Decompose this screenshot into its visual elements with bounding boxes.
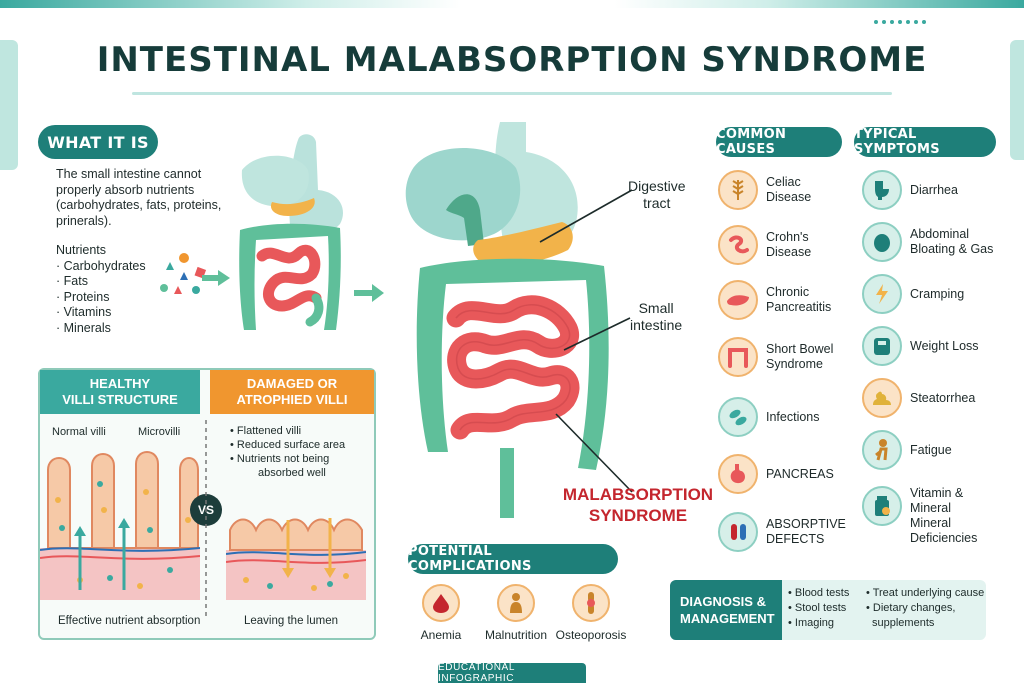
- malabsorption-syndrome-label: MALABSORPTION SYNDROME: [562, 485, 714, 525]
- what-it-is-heading: WHAT IT IS: [38, 125, 158, 159]
- complication-item-malnutrition: Malnutrition: [476, 584, 556, 642]
- symptom-item-steatorrhea: Steatorrhea: [862, 378, 975, 418]
- symptom-item-cramping: Cramping: [862, 274, 964, 314]
- cause-item-pancreas: PANCREAS: [718, 454, 834, 494]
- blood-drop-icon: [422, 584, 460, 622]
- lightning-icon: [862, 274, 902, 314]
- common-causes-heading: COMMON CAUSES: [716, 127, 842, 157]
- tired-person-icon: [862, 430, 902, 470]
- toilet-icon: [862, 170, 902, 210]
- decorative-dots: [874, 20, 926, 24]
- page-title: INTESTINAL MALABSORPTION SYNDROME: [96, 40, 928, 80]
- flow-arrow-icon: [354, 284, 384, 302]
- nutrient-shapes-icon: [160, 253, 207, 294]
- pancreas-icon: [718, 280, 758, 320]
- microvilli-label: Microvilli: [138, 426, 181, 438]
- small-digestive-illustration: [239, 134, 344, 330]
- damaged-villi-illustration: [226, 518, 366, 600]
- flow-arrow-icon: [202, 270, 230, 286]
- left-accent-bar: [0, 40, 18, 170]
- nutrients-list: Nutrients · Carbohydrates · Fats · Prote…: [56, 243, 146, 335]
- stomach-icon: [718, 454, 758, 494]
- complications-heading: POTENTIAL COMPLICATIONS: [408, 544, 618, 574]
- typical-symptoms-heading: TYPICAL SYMPTOMS: [854, 127, 996, 157]
- healthy-villi-illustration: [40, 451, 200, 600]
- diagnosis-tests: • Blood tests • Stool tests • Imaging: [788, 587, 850, 629]
- damaged-villi-points: • Flattened villi • Reduced surface area…: [230, 425, 346, 479]
- test-tube-icon: [718, 512, 758, 552]
- digestive-tract-label: Digestive tract: [628, 178, 686, 211]
- symptom-item-fatigue: Fatigue: [862, 430, 952, 470]
- complication-item-osteoporosis: Osteoporosis: [552, 584, 630, 642]
- supplement-bottle-icon: [862, 486, 902, 526]
- scale-icon: [862, 326, 902, 366]
- what-it-is-description: The small intestine cannot properly abso…: [56, 167, 222, 228]
- footer-label: EDUCATIONAL INFOGRAPHIC: [438, 662, 586, 684]
- healthy-villi-caption: Effective nutrient absorption: [58, 615, 201, 627]
- stool-icon: [862, 378, 902, 418]
- short-bowel-icon: [718, 337, 758, 377]
- bloating-icon: [862, 222, 902, 262]
- cause-item-infections: Infections: [718, 397, 820, 437]
- inflamed-intestine-icon: [718, 225, 758, 265]
- villi-divider-line: [205, 420, 207, 620]
- symptom-item-weight-loss: Weight Loss: [862, 326, 979, 366]
- title-divider: [132, 92, 892, 95]
- label-pointer-lines: [539, 189, 633, 493]
- diagnosis-heading: DIAGNOSIS & MANAGEMENT: [670, 580, 782, 640]
- diagnosis-treatments: • Treat underlying cause • Dietary chang…: [866, 587, 985, 629]
- complication-item-anemia: Anemia: [416, 584, 466, 642]
- healthy-villi-heading: HEALTHY VILLI STRUCTURE: [40, 370, 200, 414]
- damaged-villi-caption: Leaving the lumen: [244, 615, 338, 627]
- small-intestine-label: Small intestine: [630, 300, 683, 333]
- damaged-villi-heading: DAMAGED OR ATROPHIED VILLI: [210, 370, 374, 414]
- digestive-system-illustration: [405, 122, 609, 518]
- thin-person-icon: [497, 584, 535, 622]
- bone-joint-icon: [572, 584, 610, 622]
- top-accent-bar: [0, 0, 1024, 8]
- wheat-icon: [718, 170, 758, 210]
- normal-villi-label: Normal villi: [52, 426, 106, 438]
- right-accent-bar: [1010, 40, 1024, 160]
- symptom-item-diarrhea: Diarrhea: [862, 170, 958, 210]
- bacteria-icon: [718, 397, 758, 437]
